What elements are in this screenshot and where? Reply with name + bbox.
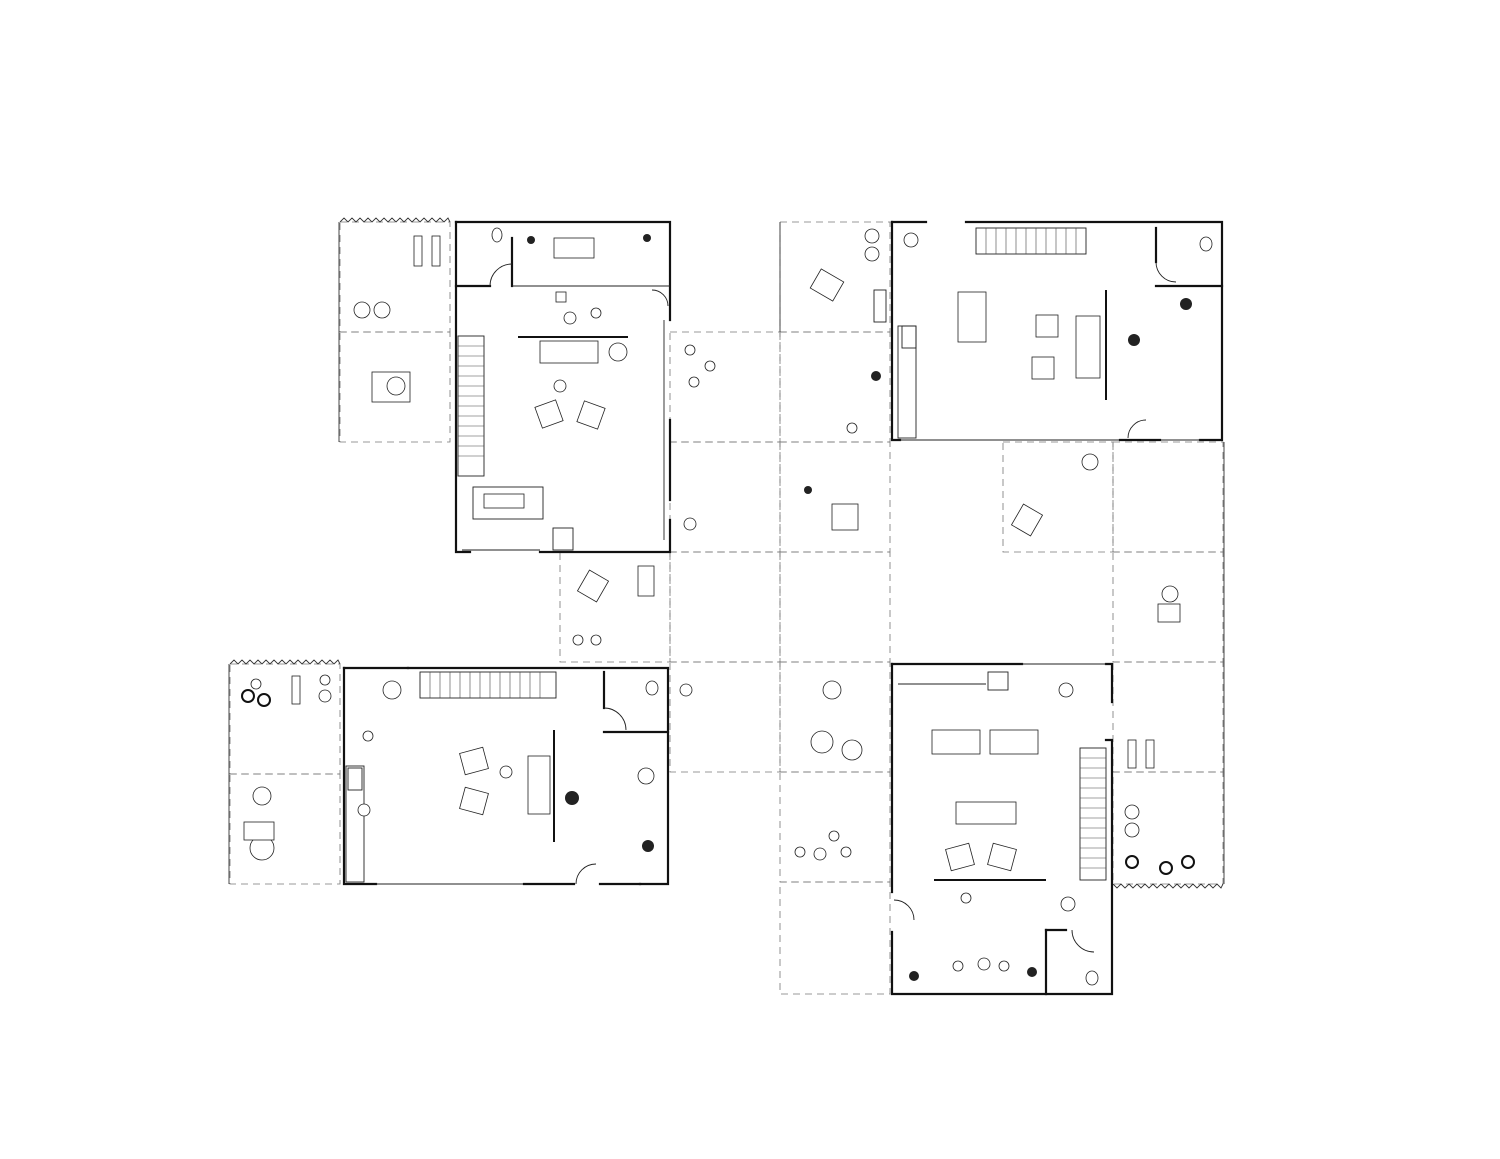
northeast-house	[890, 220, 1224, 442]
southeast-house	[890, 662, 1114, 996]
northwest-courtyard	[353, 235, 441, 403]
northeast-courtyard	[809, 228, 887, 434]
southwest-house	[342, 666, 670, 886]
southeast-courtyard	[1124, 585, 1195, 875]
southwest-courtyard	[241, 674, 332, 861]
northwest-house	[454, 220, 672, 554]
middle-courtyards	[357, 298, 1192, 912]
courtyard-grid	[229, 221, 1224, 995]
break-lines	[228, 217, 1225, 889]
